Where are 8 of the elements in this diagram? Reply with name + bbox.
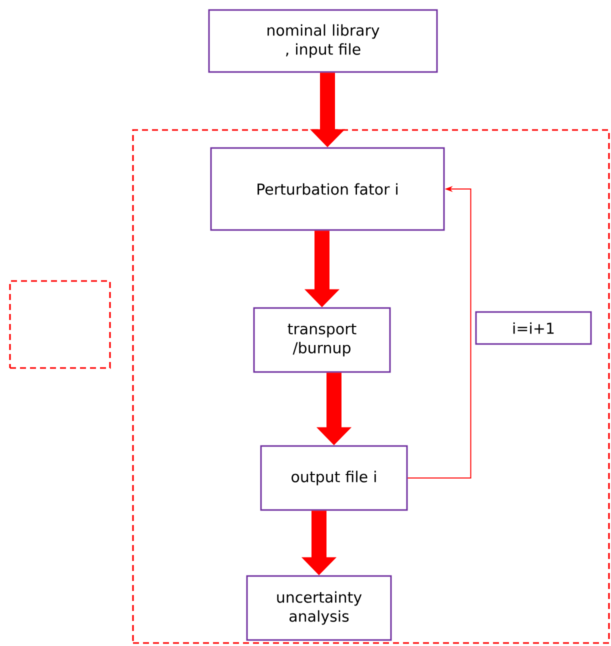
process-box: uncertainty analysis (246, 575, 392, 641)
dashed-box (9, 280, 111, 369)
process-box: transport /burnup (253, 307, 391, 373)
process-box: Perturbation fator i (210, 147, 445, 231)
process-box: nominal library , input file (208, 9, 438, 73)
process-box: output file i (260, 445, 408, 511)
dashed-region (132, 129, 610, 644)
counter-box: i=i+1 (475, 311, 592, 345)
